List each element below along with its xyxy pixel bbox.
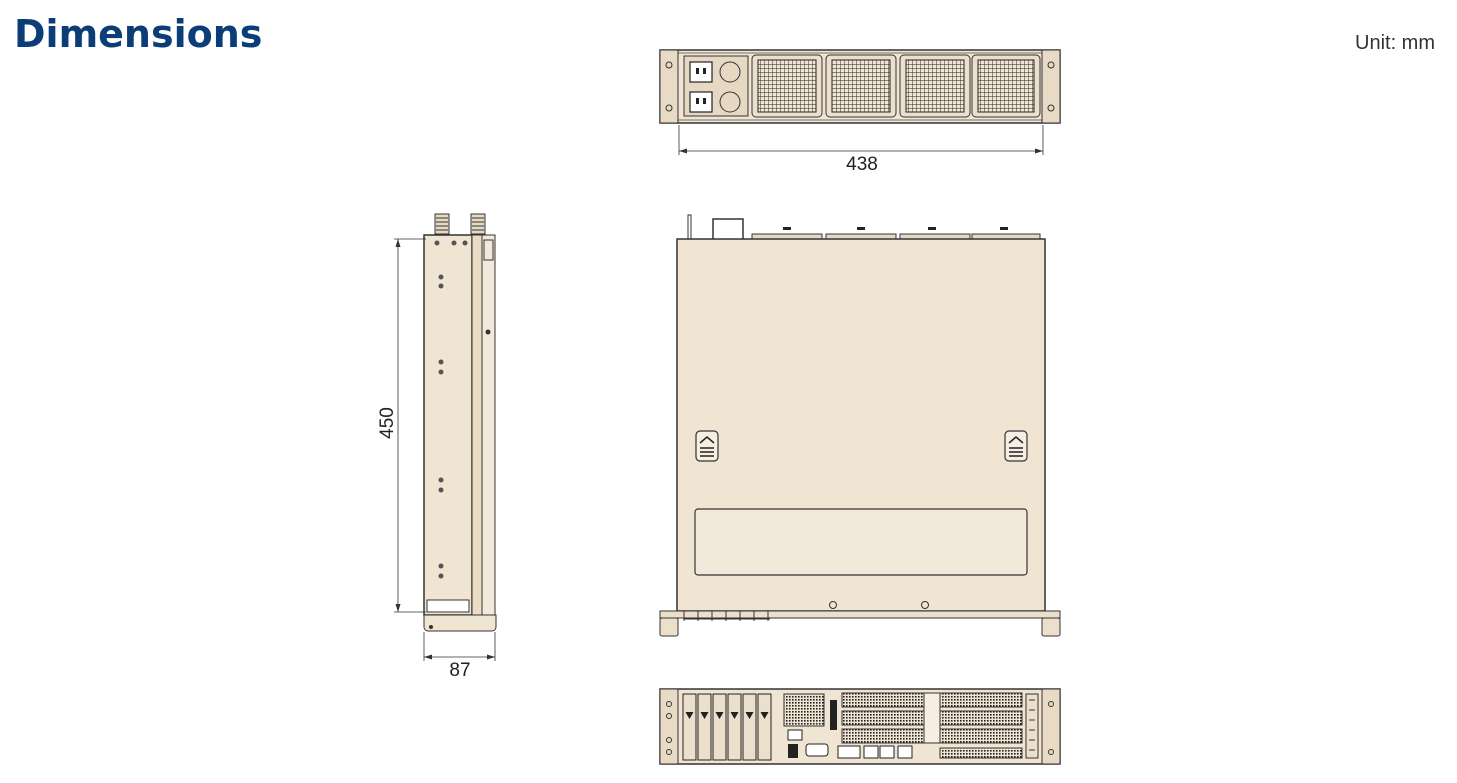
- unit-label: Unit: mm: [1355, 32, 1435, 54]
- rear-view: [659, 688, 1061, 765]
- fan-grille-icon: [751, 54, 1041, 118]
- width-dimension: [678, 125, 1044, 155]
- page-title: Dimensions: [14, 12, 263, 56]
- drive-bay-icon: [682, 693, 772, 761]
- side-view: [423, 213, 497, 632]
- power-supply-icon: [683, 55, 749, 117]
- height-dimension: [423, 632, 496, 661]
- depth-dimension: [394, 238, 426, 613]
- depth-label: 450: [377, 407, 398, 439]
- width-label: 438: [846, 154, 878, 175]
- latch-icon: [695, 430, 1028, 462]
- front-view: [659, 49, 1061, 124]
- top-view: [659, 214, 1061, 637]
- expansion-slot-icon: [841, 692, 1023, 744]
- height-label: 87: [449, 660, 470, 681]
